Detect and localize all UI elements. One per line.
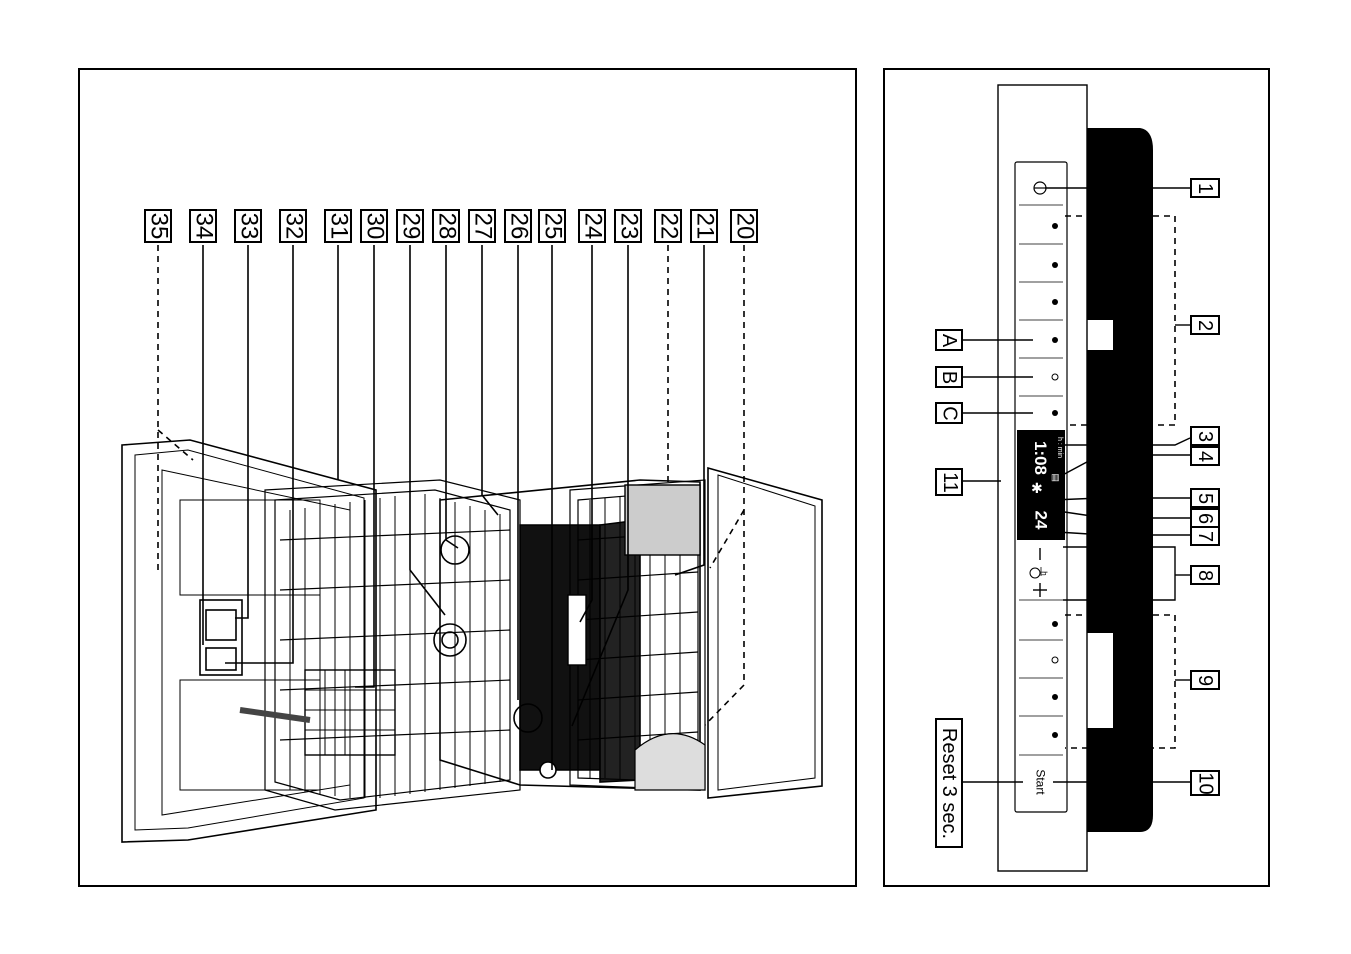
callout-26: 26 [504, 209, 532, 243]
display-unit-label: h : min [1053, 432, 1065, 462]
lower-spray-arm [434, 624, 466, 656]
cutlery-basket [240, 670, 395, 755]
callout-8: 8 [1190, 565, 1220, 585]
callout-29: 29 [396, 209, 424, 243]
callout-23: 23 [614, 209, 642, 243]
callout-A: A [935, 329, 963, 351]
callout-3: 3 [1190, 426, 1220, 446]
start-button[interactable]: Start [1027, 765, 1055, 799]
callout-35: 35 [144, 209, 172, 243]
callout-11: 11 [935, 468, 963, 496]
callout-B: B [935, 366, 963, 388]
callout-28: 28 [432, 209, 460, 243]
callout-10: 10 [1190, 770, 1220, 796]
callout-6: 6 [1190, 508, 1220, 528]
callout-33: 33 [234, 209, 262, 243]
reset-label: Reset 3 sec. [935, 718, 963, 848]
lower-basket [265, 480, 520, 810]
callout-7: 7 [1190, 526, 1220, 546]
control-panel-diagram: 1:08 24 h : min h ▥ ✱ Start 1 2 3 4 5 6 … [883, 68, 1270, 887]
callout-24: 24 [578, 209, 606, 243]
delay-unit-label: h [1039, 566, 1049, 580]
cutlery-tray [625, 485, 700, 555]
callout-27: 27 [468, 209, 496, 243]
rinse-aid-icon: ▥ [1051, 472, 1061, 482]
callout-21: 21 [690, 209, 718, 243]
rinse-aid-container [568, 595, 586, 665]
side-panel [708, 468, 822, 798]
callout-20: 20 [730, 209, 758, 243]
callout-22: 22 [654, 209, 682, 243]
callout-25: 25 [538, 209, 566, 243]
callout-1: 1 [1190, 178, 1220, 198]
dishwasher-interior-panel: 35 34 33 32 31 30 29 28 27 26 25 24 23 2… [78, 68, 857, 887]
callout-32: 32 [279, 209, 307, 243]
callout-2: 2 [1190, 315, 1220, 335]
salt-icon: ✱ [1031, 480, 1045, 494]
callout-5: 5 [1190, 488, 1220, 508]
callout-34: 34 [189, 209, 217, 243]
callout-9: 9 [1190, 670, 1220, 690]
dishwasher-drawing [80, 70, 859, 889]
display-hours: 24 [1025, 505, 1055, 535]
callout-C: C [935, 402, 963, 424]
callout-31: 31 [324, 209, 352, 243]
callout-30: 30 [360, 209, 388, 243]
callout-4: 4 [1190, 446, 1220, 466]
